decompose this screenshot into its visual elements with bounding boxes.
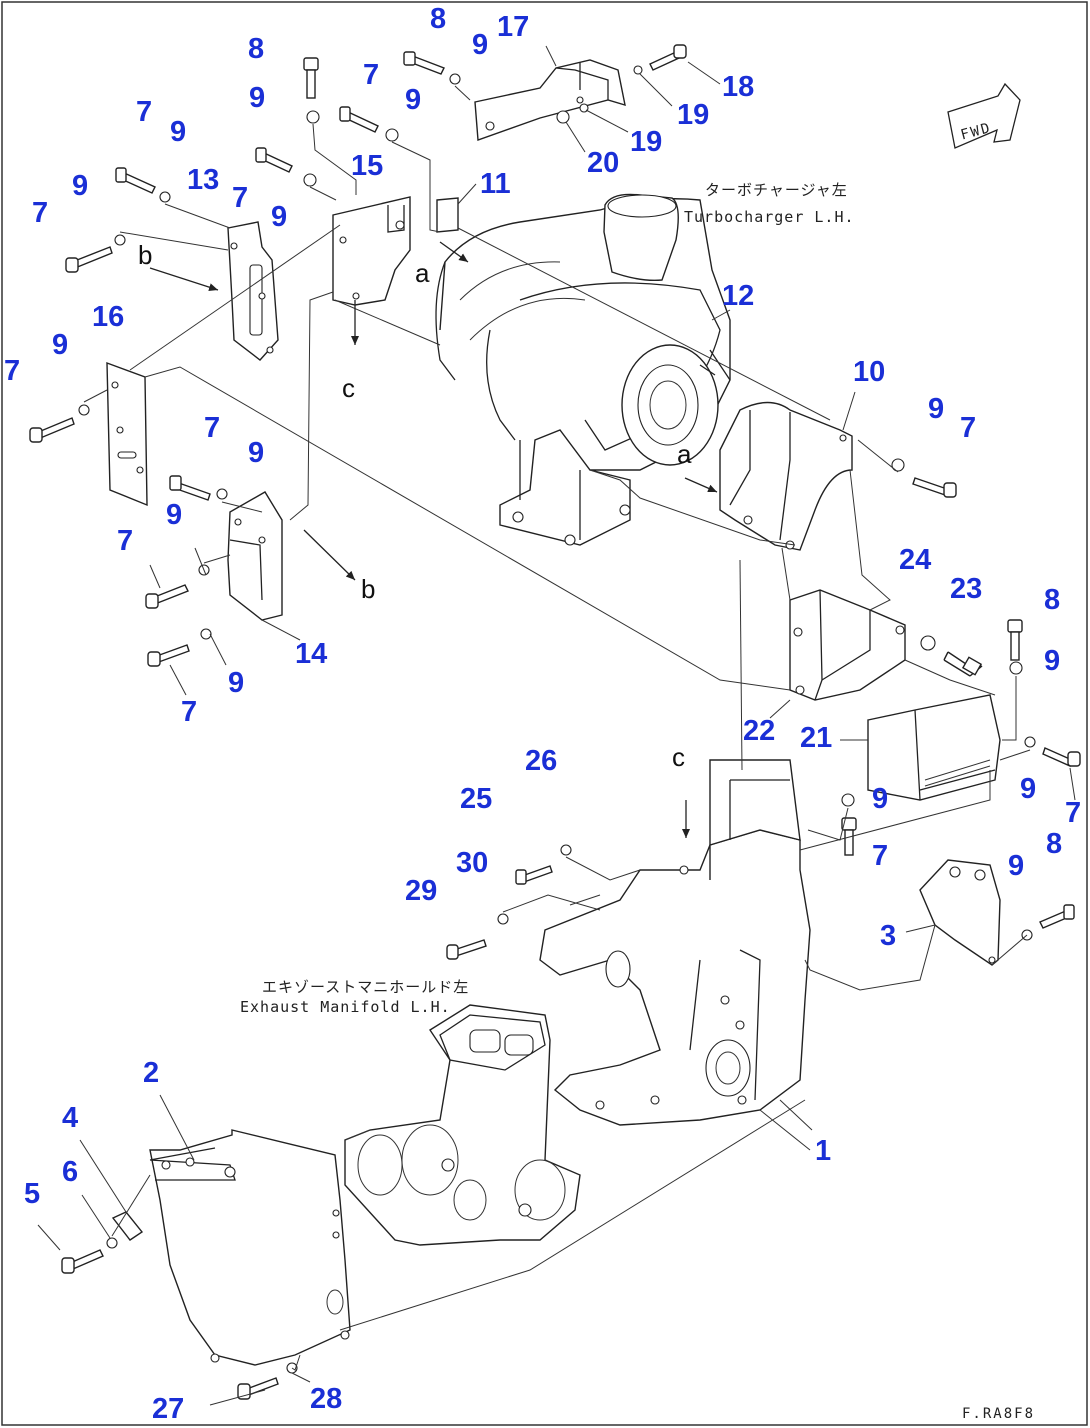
callout-9: 9: [72, 170, 88, 202]
callout-27: 27: [152, 1393, 184, 1425]
manifold-caption-en: Exhaust Manifold L.H.: [240, 998, 451, 1016]
callout-9: 9: [1020, 773, 1036, 805]
callout-26: 26: [525, 745, 557, 777]
callout-8: 8: [1046, 828, 1062, 860]
turbocharger-part-12: [435, 193, 731, 546]
plate-part-21: [867, 694, 1001, 801]
callout-28: 28: [310, 1383, 342, 1415]
plate-part-15: [332, 196, 411, 306]
plate-part-3: [919, 859, 1001, 966]
callout-12: 12: [722, 280, 754, 312]
bracket-part-13: [227, 221, 279, 361]
bracket-part-14: [227, 491, 283, 621]
callout-9: 9: [166, 499, 182, 531]
callout-9: 9: [271, 201, 287, 233]
plate-part-17: [474, 59, 626, 141]
ref-letter-b: b: [361, 574, 375, 604]
washer-part-24: [920, 635, 936, 651]
callout-7: 7: [1065, 797, 1081, 829]
callout-19: 19: [677, 99, 709, 131]
callout-7: 7: [363, 59, 379, 91]
callout-9: 9: [248, 437, 264, 469]
callout-3: 3: [880, 920, 896, 952]
callout-21: 21: [800, 722, 832, 754]
svg-text:FWD: FWD: [959, 120, 993, 144]
callout-15: 15: [351, 150, 383, 182]
callout-9: 9: [872, 783, 888, 815]
ref-letter-b: b: [138, 240, 152, 270]
exhaust-manifold: [344, 1004, 581, 1246]
callout-25: 25: [460, 783, 492, 815]
callout-9: 9: [472, 29, 488, 61]
callout-2: 2: [143, 1057, 159, 1089]
callout-7: 7: [4, 355, 20, 387]
bracket-part-11: [436, 197, 459, 233]
callout-23: 23: [950, 573, 982, 605]
bracket-part-1: [539, 759, 811, 1126]
bolt-part-23: [943, 651, 983, 677]
callout-6: 6: [62, 1156, 78, 1188]
ref-letter-c: c: [342, 373, 355, 403]
callout-7: 7: [960, 412, 976, 444]
callout-29: 29: [405, 875, 437, 907]
callout-9: 9: [52, 329, 68, 361]
bracket-part-10: [719, 401, 853, 551]
callout-24: 24: [899, 544, 931, 576]
callout-7: 7: [232, 182, 248, 214]
callout-7: 7: [872, 840, 888, 872]
callout-22: 22: [743, 715, 775, 747]
callout-7: 7: [204, 412, 220, 444]
part-callouts: 8 8 9 17 18 19 19 20 7 9 9 15 11 7 9 13 …: [4, 3, 1081, 1425]
ref-letter-c: c: [672, 742, 685, 772]
callout-9: 9: [405, 84, 421, 116]
callout-8: 8: [1044, 584, 1060, 616]
callout-7: 7: [136, 96, 152, 128]
callout-10: 10: [853, 356, 885, 388]
callout-14: 14: [295, 638, 327, 670]
ref-letter-a: a: [415, 258, 430, 288]
callout-16: 16: [92, 301, 124, 333]
callout-7: 7: [32, 197, 48, 229]
callout-18: 18: [722, 71, 754, 103]
callout-30: 30: [456, 847, 488, 879]
callout-9: 9: [249, 82, 265, 114]
plate-part-16: [106, 361, 148, 507]
callout-9: 9: [228, 667, 244, 699]
forward-direction-icon: FWD: [947, 82, 1021, 149]
turbocharger-caption-en: Turbocharger L.H.: [684, 208, 855, 226]
reference-arrows: [149, 241, 718, 838]
manifold-caption-jp: エキゾーストマニホールド左: [262, 978, 469, 996]
callout-19: 19: [630, 126, 662, 158]
ref-letter-a: a: [677, 439, 692, 469]
callout-17: 17: [497, 11, 529, 43]
callout-1: 1: [815, 1135, 831, 1167]
callout-7: 7: [181, 696, 197, 728]
callout-leaders: [37, 45, 1076, 1406]
callout-4: 4: [62, 1102, 78, 1134]
callout-7: 7: [117, 525, 133, 557]
callout-9: 9: [1044, 645, 1060, 677]
callout-9: 9: [170, 116, 186, 148]
cover-plate-part-2: [149, 1129, 351, 1366]
callout-11: 11: [480, 168, 511, 200]
callout-5: 5: [24, 1178, 40, 1210]
callout-8: 8: [430, 3, 446, 35]
leader-lines: [83, 85, 1031, 1371]
callout-9: 9: [1008, 850, 1024, 882]
callout-9: 9: [928, 393, 944, 425]
callout-8: 8: [248, 33, 264, 65]
turbocharger-caption-jp: ターボチャージャ左: [705, 181, 848, 199]
callout-13: 13: [187, 164, 219, 196]
drawing-code: F.RA8F8: [962, 1406, 1035, 1422]
bracket-part-22: [789, 589, 906, 701]
callout-20: 20: [587, 147, 619, 179]
